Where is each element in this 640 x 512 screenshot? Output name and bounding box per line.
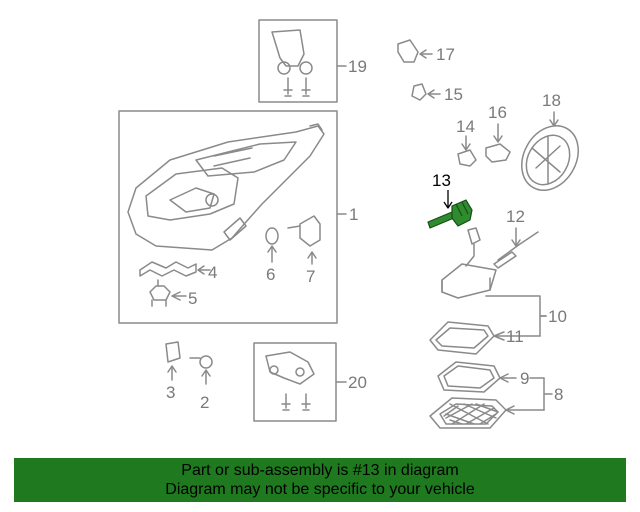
headlamp-assembly-1[interactable]	[118, 110, 347, 324]
callout-18: 18	[542, 91, 561, 110]
highlighted-part-13[interactable]	[427, 190, 473, 229]
clip-3[interactable]	[165, 341, 181, 381]
screw-2[interactable]	[189, 355, 213, 385]
callout-20: 20	[348, 373, 367, 392]
bulb-15[interactable]	[411, 83, 441, 101]
callout-17: 17	[436, 45, 455, 64]
banner-line-1: Part or sub-assembly is #13 in diagram	[181, 462, 459, 479]
callout-15: 15	[444, 85, 463, 104]
callout-7: 7	[306, 267, 315, 286]
callout-19: 19	[348, 57, 367, 76]
callout-6: 6	[266, 265, 275, 284]
callout-14: 14	[456, 117, 475, 136]
banner-line-2: Diagram may not be specific to your vehi…	[165, 481, 475, 498]
ballast-module-10[interactable]	[441, 227, 547, 337]
igniter-12[interactable]	[493, 227, 539, 269]
callout-13: 13	[432, 171, 451, 190]
callout-11: 11	[506, 327, 524, 346]
callout-16: 16	[488, 103, 507, 122]
socket-16[interactable]	[485, 123, 511, 163]
callout-2: 2	[200, 393, 209, 412]
callout-5: 5	[188, 289, 197, 308]
callout-4: 4	[208, 263, 217, 282]
bracket-assembly-20[interactable]	[253, 342, 347, 422]
seal-9[interactable]	[437, 361, 517, 393]
bulb-14[interactable]	[457, 135, 477, 167]
mesh-cover-8[interactable]	[429, 377, 553, 429]
callout-3: 3	[166, 383, 175, 402]
gasket-11[interactable]	[429, 321, 541, 355]
callout-1: 1	[349, 205, 358, 224]
callout-12: 12	[506, 207, 525, 226]
socket-17[interactable]	[397, 39, 433, 63]
callout-10: 10	[548, 307, 567, 326]
callout-8: 8	[554, 385, 563, 404]
bracket-assembly-19[interactable]	[258, 19, 347, 103]
info-banner: Part or sub-assembly is #13 in diagram D…	[14, 458, 626, 502]
callout-9: 9	[520, 369, 529, 388]
cover-18[interactable]	[510, 111, 589, 200]
